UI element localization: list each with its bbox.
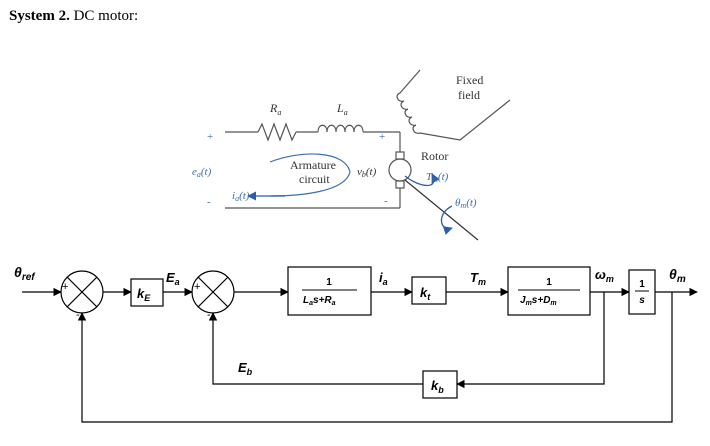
- block-armature-tf: [287, 266, 372, 316]
- motor-circuit: [225, 69, 511, 241]
- brush-bottom: [395, 180, 405, 189]
- sum2-minus: -: [207, 309, 211, 321]
- feedback-theta: [77, 292, 673, 423]
- sum1-minus: -: [76, 309, 80, 321]
- torque-arrow: [404, 173, 440, 187]
- label-Tm: Tm: [470, 270, 486, 287]
- field-coil: [396, 69, 511, 141]
- section-heading: System 2. DC motor:: [9, 8, 138, 25]
- label-armature: Armature: [290, 158, 336, 172]
- inductor-la: [317, 124, 364, 133]
- integrator-denominator: s: [639, 295, 645, 306]
- tf1-denominator: Las+Ra: [303, 295, 336, 307]
- heading-system-number: System 2.: [9, 8, 70, 24]
- label-fixed: Fixed: [456, 73, 483, 87]
- label-kb: kb: [431, 378, 444, 395]
- label-tm: Tm(t): [426, 171, 449, 184]
- feedback-omega-to-kb: [456, 292, 605, 389]
- label-vb: vb(t): [357, 166, 377, 179]
- label-Eb: Eb: [238, 360, 253, 377]
- label-plus-left: +: [207, 131, 213, 143]
- label-theta-m: θm(t): [455, 197, 477, 210]
- brush-top: [395, 151, 405, 160]
- label-ia: ia: [379, 270, 388, 287]
- label-ea: ea(t): [192, 166, 212, 179]
- label-rotor: Rotor: [421, 149, 448, 163]
- armature-arc: [269, 153, 351, 197]
- tf1-numerator: 1: [326, 277, 332, 288]
- label-kt: kt: [420, 285, 431, 302]
- feedback-Eb: [208, 312, 423, 385]
- label-ia: ia(t): [232, 190, 250, 203]
- label-field: field: [458, 88, 480, 102]
- tf2-numerator: 1: [546, 277, 552, 288]
- motor-shaft: [404, 179, 479, 241]
- label-la: La: [336, 101, 348, 117]
- label-ra: Ra: [269, 101, 281, 117]
- heading-title: DC motor:: [69, 8, 139, 24]
- integrator-numerator: 1: [639, 279, 645, 290]
- sum2-plus: +: [194, 281, 200, 293]
- label-Ea: Ea: [166, 270, 180, 287]
- label-theta-m: θm: [669, 266, 686, 285]
- label-minus-left: -: [207, 196, 211, 208]
- label-circuit: circuit: [299, 172, 330, 186]
- label-plus-right: +: [379, 131, 385, 143]
- block-integrator: [628, 269, 656, 315]
- tf2-denominator: Jms+Dm: [520, 295, 557, 307]
- label-theta-ref: θref: [14, 264, 36, 283]
- block-mechanical-tf: [507, 266, 591, 316]
- label-minus-right: -: [384, 195, 388, 207]
- theta-arrow: [440, 205, 453, 235]
- sum1-plus: +: [62, 281, 68, 293]
- resistor-ra: [257, 122, 297, 142]
- label-omega-m: ωm: [595, 267, 614, 284]
- label-kE: kE: [137, 286, 151, 303]
